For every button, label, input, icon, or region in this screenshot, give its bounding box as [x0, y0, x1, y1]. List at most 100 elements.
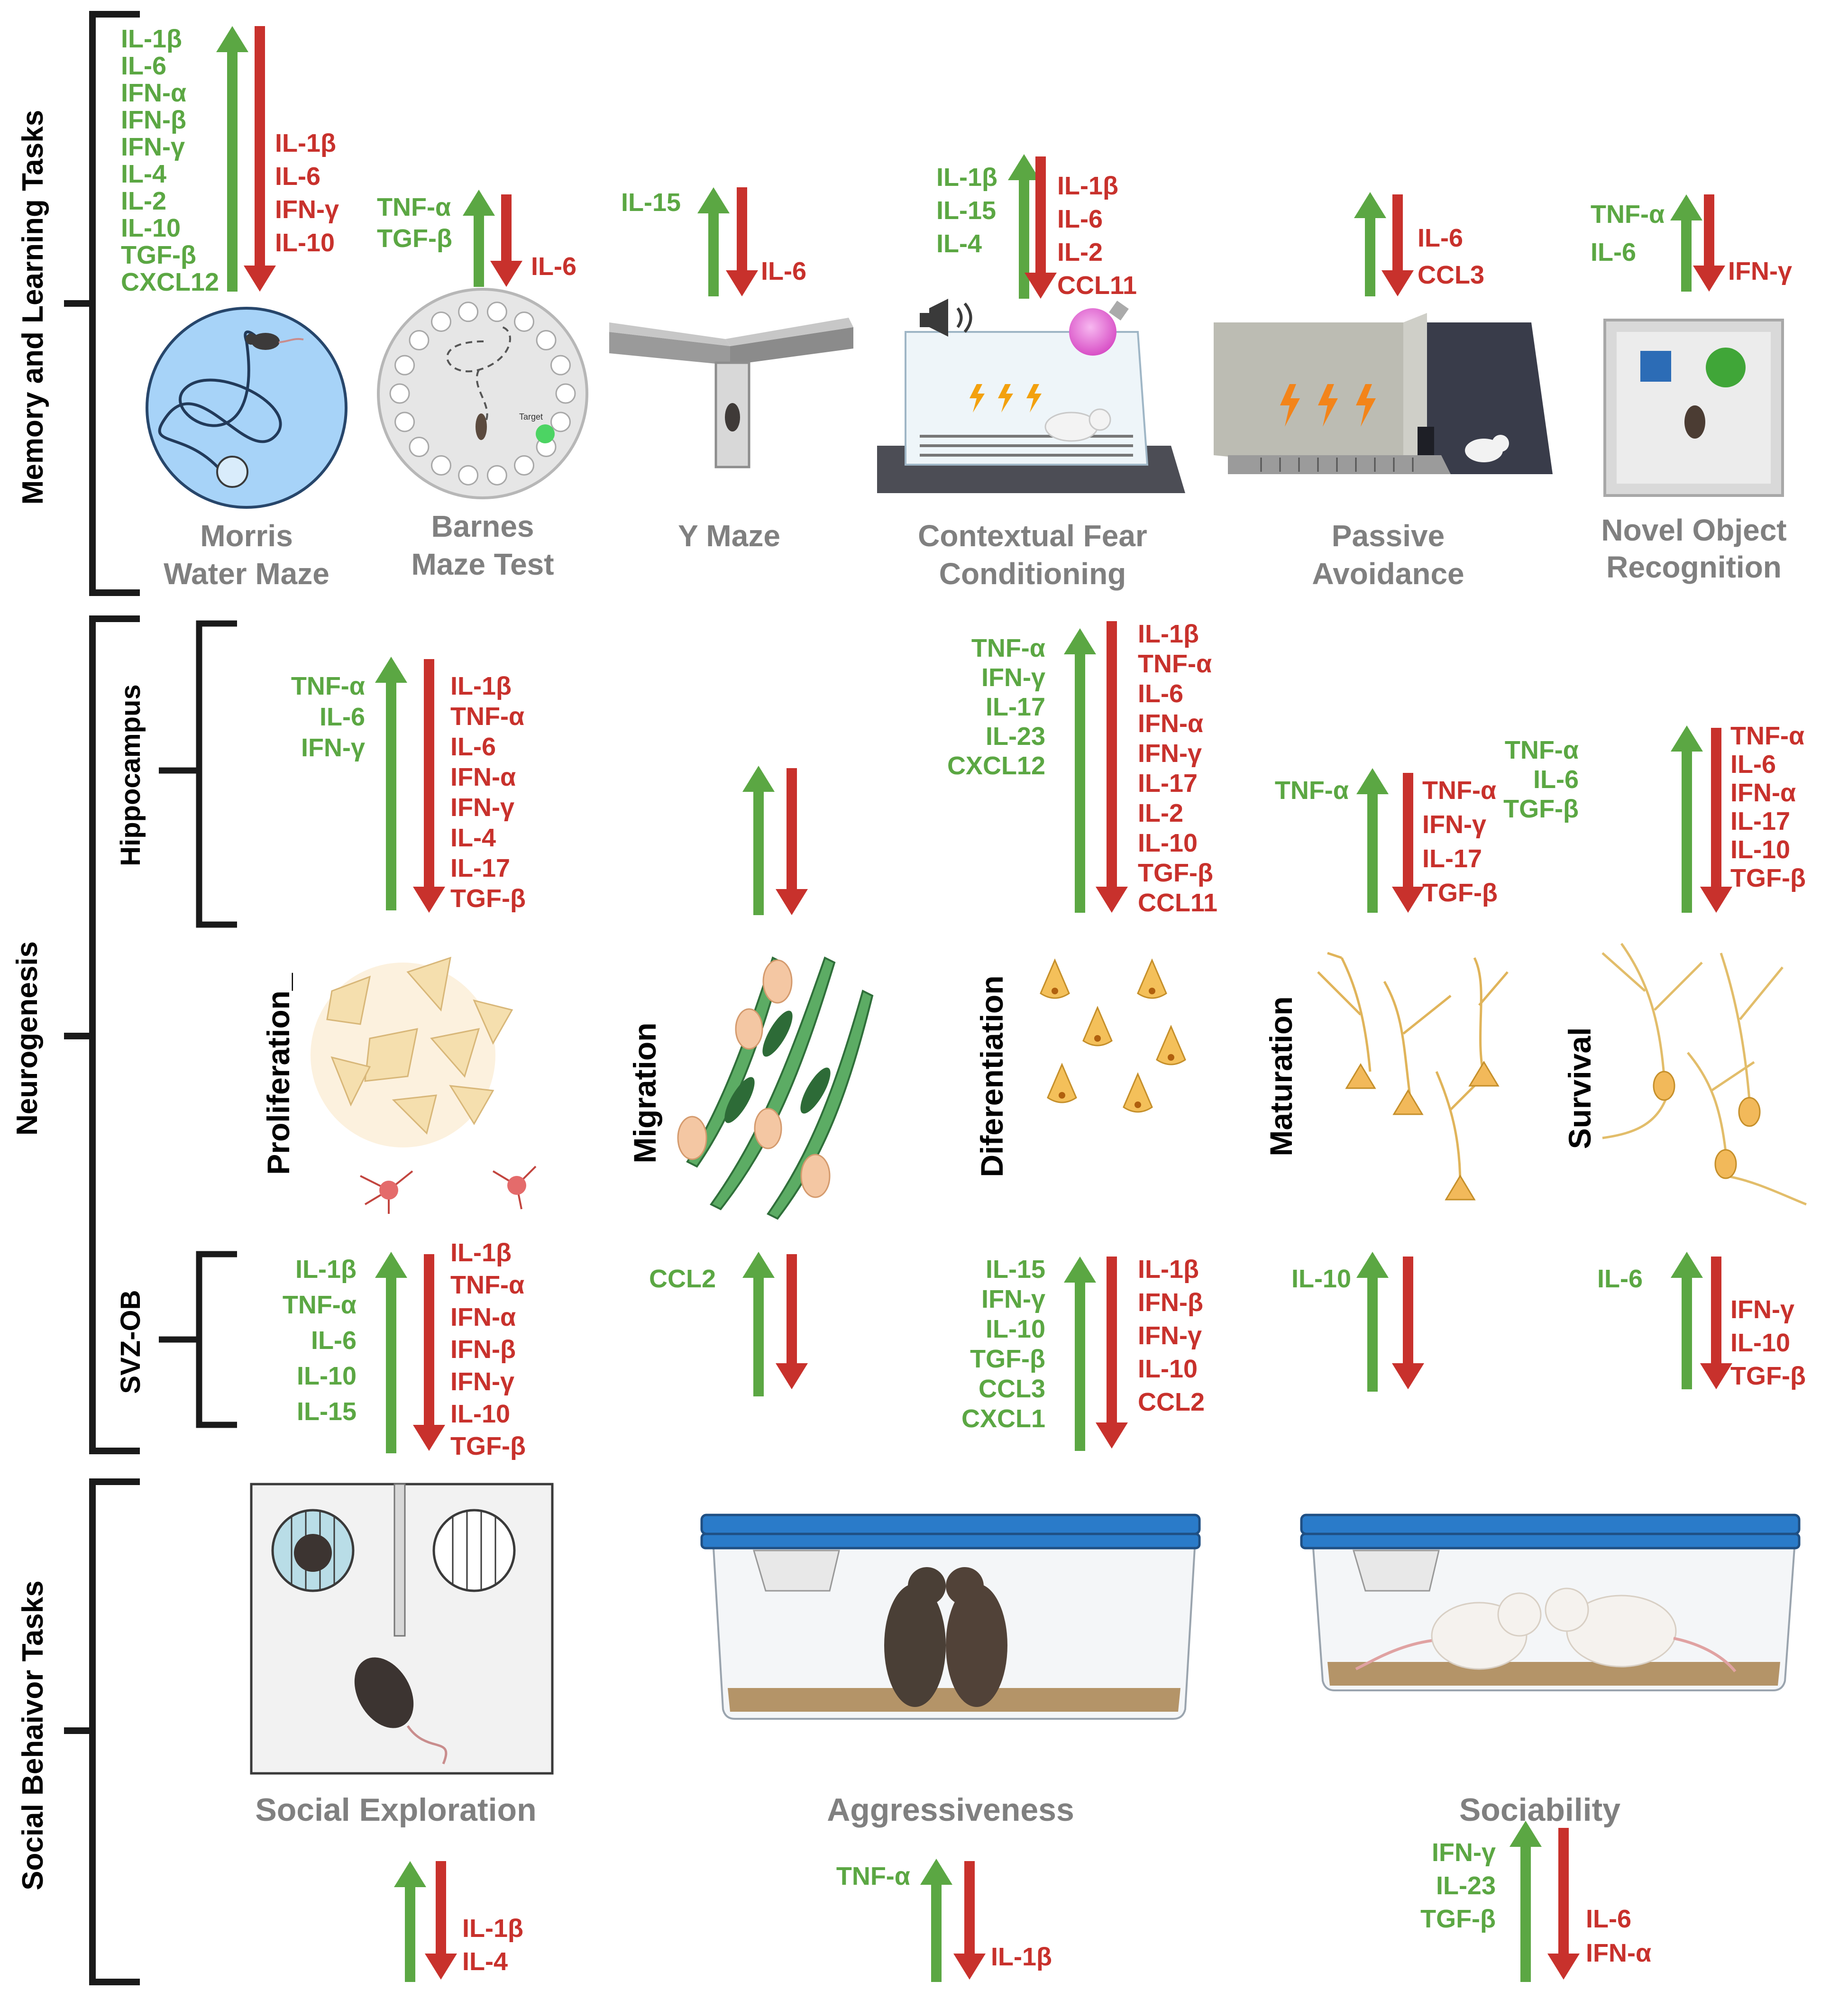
passive-avoidance-illustration	[1214, 313, 1553, 474]
diff-hippo-down-cytokine: IL-1β	[1138, 620, 1199, 648]
mwm-down-cytokine: IFN-γ	[275, 195, 339, 224]
prolif-hippo-up-cytokine: IL-6	[320, 703, 365, 731]
prolif-hippo-down-cytokine: TGF-β	[450, 884, 526, 913]
migr-svz-up-arrow	[742, 1252, 775, 1396]
diff-hippo-up-cytokine: TNF-α	[971, 634, 1045, 662]
pa-down-arrow	[1381, 194, 1414, 296]
agg-down-arrow	[953, 1861, 986, 1980]
diff-svz-up-cytokine: CCL3	[979, 1375, 1045, 1403]
barnes-hole	[486, 302, 507, 322]
barnes-up-cytokine: TNF-α	[377, 193, 451, 221]
diff-hippo-up-arrow	[1064, 628, 1096, 913]
surv-hippo-down-cytokine: IL-10	[1730, 835, 1790, 864]
matur-hippo-down-arrow	[1392, 773, 1424, 913]
prolif-svz-up-cytokine: IL-6	[311, 1326, 357, 1355]
barnes-hole	[555, 383, 576, 404]
agg-up-arrow	[920, 1859, 952, 1982]
cfc-down-cytokine: IL-2	[1057, 238, 1103, 266]
diff-svz-down-cytokine: IL-10	[1138, 1355, 1198, 1383]
barnes-maze-illustration: Target	[377, 288, 588, 499]
mwm-up-cytokine: IFN-γ	[121, 133, 185, 161]
nor-down-arrow	[1693, 194, 1725, 292]
matur-hippo-down-cytokine: IFN-γ	[1422, 810, 1486, 839]
maturation-illustration	[1317, 952, 1509, 1201]
soc-up-cytokine: TGF-β	[1420, 1905, 1496, 1933]
prolif-hippo-down-cytokine: IFN-γ	[450, 793, 514, 822]
matur-hippo-down-cytokine: TGF-β	[1422, 879, 1498, 907]
surv-svz-down-cytokine: IL-10	[1730, 1329, 1790, 1357]
prolif-svz-down-cytokine: IFN-γ	[450, 1367, 514, 1396]
prolif-hippo-down-cytokine: TNF-α	[450, 702, 524, 731]
neuro-bracket	[64, 615, 140, 1454]
mwm-up-arrow	[216, 26, 248, 292]
prolif-svz-up-cytokine: IL-10	[297, 1362, 357, 1390]
prolif-svz-up-cytokine: IL-1β	[295, 1255, 357, 1284]
diff-hippo-up-cytokine: IFN-γ	[981, 663, 1045, 692]
diff-hippo-down-cytokine: IL-2	[1138, 799, 1183, 827]
mwm-up-cytokine: IL-2	[121, 187, 166, 215]
social-exploration-label: Social Exploration	[255, 1792, 536, 1828]
matur-hippo-down-cytokine: TNF-α	[1422, 776, 1496, 805]
surv-hippo-down-cytokine: TGF-β	[1730, 864, 1806, 892]
surv-svz-down-arrow	[1700, 1257, 1732, 1389]
prolif-hippo-down-cytokine: IL-6	[450, 733, 496, 761]
social-bracket	[64, 1478, 140, 1985]
migr-svz-up-cytokine: CCL2	[649, 1265, 716, 1293]
diff-hippo-down-cytokine: IFN-α	[1138, 709, 1203, 738]
mwm-down-cytokine: IL-1β	[275, 129, 336, 157]
fear-conditioning-illustration	[877, 299, 1185, 493]
barnes-hole	[514, 311, 534, 332]
y-maze-illustration	[609, 318, 853, 468]
prolif-svz-up-cytokine: TNF-α	[283, 1291, 357, 1319]
barnes-hole	[458, 465, 479, 486]
diff-hippo-down-cytokine: TNF-α	[1138, 650, 1212, 678]
agg-down-cytokine: IL-1β	[991, 1943, 1052, 1971]
barnes-hole	[409, 330, 430, 351]
surv-hippo-up-arrow	[1671, 725, 1703, 913]
proliferation-illustration	[311, 956, 537, 1214]
morris-water-maze-illustration	[146, 307, 348, 509]
barnes-down-arrow	[490, 194, 522, 287]
diff-hippo-down-cytokine: IL-6	[1138, 679, 1183, 708]
novel-object-illustration	[1603, 319, 1784, 497]
migr-hippo-down-arrow	[776, 768, 808, 915]
mwm-down-arrow	[244, 26, 276, 292]
diff-svz-down-cytokine: IL-1β	[1138, 1255, 1199, 1284]
matur-svz-up-arrow	[1356, 1252, 1389, 1392]
cfc-up-cytokine: IL-4	[936, 229, 982, 258]
diff-svz-up-cytokine: IL-15	[986, 1255, 1045, 1284]
prolif-hippo-down-cytokine: IFN-α	[450, 763, 516, 791]
soc-up-cytokine: IFN-γ	[1432, 1838, 1496, 1867]
mwm-up-cytokine: IL-1β	[121, 25, 182, 53]
prolif-svz-up-cytokine: IL-15	[297, 1397, 357, 1426]
nor-up-cytokine: IL-6	[1591, 238, 1636, 266]
barnes-target-label: Target	[519, 412, 543, 422]
migration-illustration	[677, 956, 874, 1220]
barnes-hole	[394, 355, 415, 376]
migr-hippo-up-arrow	[742, 766, 775, 915]
prolif-svz-down-cytokine: IFN-α	[450, 1303, 516, 1331]
mwm-up-cytokine: IFN-α	[121, 79, 186, 107]
se-down-cytokine: IL-4	[462, 1947, 508, 1976]
mwm-up-cytokine: IL-10	[121, 214, 181, 242]
prolif-svz-down-cytokine: TNF-α	[450, 1271, 524, 1299]
barnes-hole	[431, 311, 451, 332]
barnes-hole	[394, 412, 415, 432]
matur-svz-down-arrow	[1392, 1257, 1424, 1389]
prolif-hippo-down-arrow	[413, 659, 445, 913]
barnes-hole	[486, 465, 507, 486]
diff-svz-down-arrow	[1096, 1257, 1128, 1449]
surv-hippo-up-cytokine: TNF-α	[1505, 736, 1579, 764]
diff-svz-up-cytokine: CXCL1	[961, 1404, 1045, 1433]
pa-down-cytokine: IL-6	[1418, 224, 1463, 252]
differentiation-label: Diferentiation	[974, 975, 1009, 1177]
surv-svz-up-arrow	[1671, 1252, 1703, 1389]
surv-svz-down-cytokine: TGF-β	[1730, 1362, 1806, 1390]
barnes-up-cytokine: TGF-β	[377, 224, 452, 253]
soc-down-cytokine: IFN-α	[1586, 1939, 1651, 1967]
barnes-hole	[389, 383, 410, 404]
diff-hippo-down-cytokine: TGF-β	[1138, 859, 1213, 887]
prolif-svz-up-arrow	[375, 1252, 407, 1453]
